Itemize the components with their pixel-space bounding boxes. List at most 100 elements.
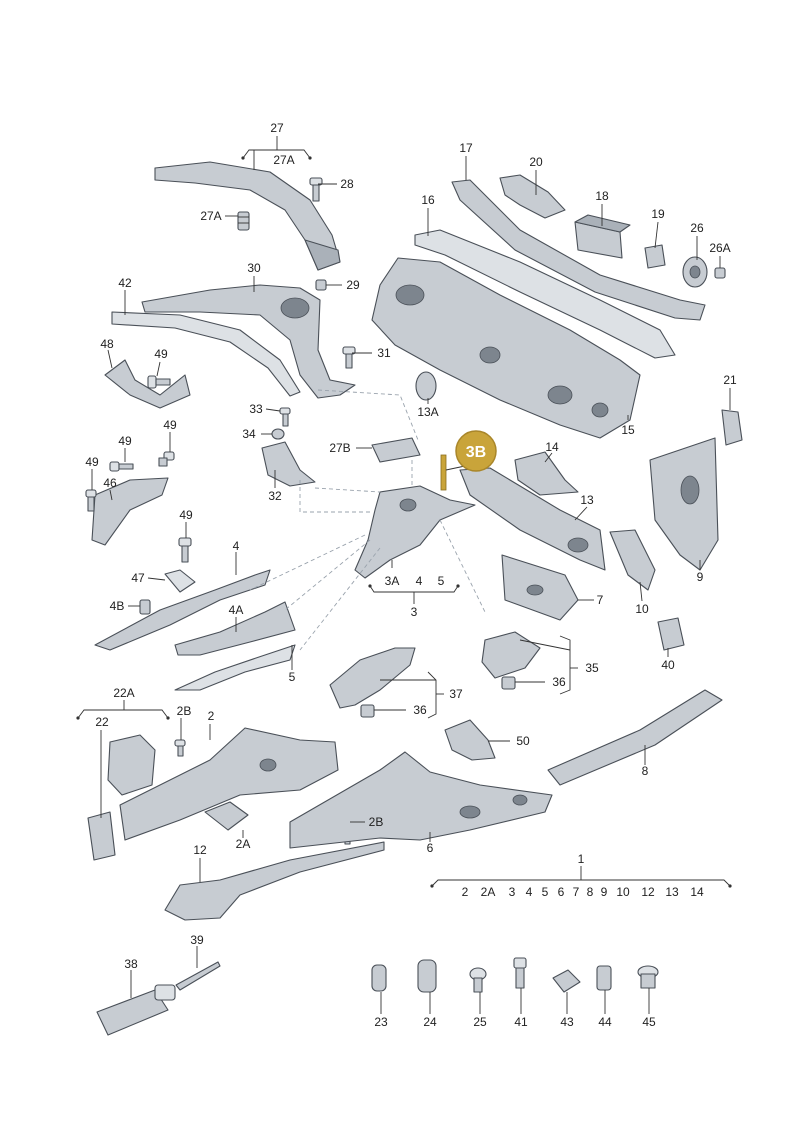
part-36-a[interactable] bbox=[501, 676, 516, 690]
part-12[interactable] bbox=[164, 841, 385, 921]
part-49-c[interactable] bbox=[109, 461, 134, 472]
part-7[interactable] bbox=[501, 554, 579, 621]
part-33[interactable] bbox=[279, 407, 291, 427]
part-2A[interactable] bbox=[204, 801, 249, 831]
label-5[interactable]: 5 bbox=[289, 670, 296, 684]
part-23[interactable] bbox=[371, 964, 387, 992]
part-27[interactable] bbox=[154, 161, 341, 271]
label-13A[interactable]: 13A bbox=[417, 405, 438, 419]
part-4A[interactable] bbox=[174, 601, 296, 656]
label-34[interactable]: 34 bbox=[242, 427, 256, 441]
part-35[interactable] bbox=[481, 631, 541, 679]
label-50[interactable]: 50 bbox=[516, 734, 530, 748]
label-3[interactable]: 3 bbox=[411, 605, 418, 619]
part-26A[interactable] bbox=[714, 267, 726, 279]
label-2A[interactable]: 2A bbox=[236, 837, 251, 851]
part-49-d[interactable] bbox=[85, 489, 97, 512]
label-20[interactable]: 20 bbox=[529, 155, 543, 169]
part-18[interactable] bbox=[574, 214, 631, 259]
part-6[interactable] bbox=[289, 751, 553, 849]
label-45[interactable]: 45 bbox=[642, 1015, 656, 1029]
part-27A[interactable] bbox=[237, 211, 250, 231]
group1-item-9[interactable]: 9 bbox=[601, 885, 608, 899]
label-24[interactable]: 24 bbox=[423, 1015, 437, 1029]
label-5-sub[interactable]: 5 bbox=[438, 574, 445, 588]
part-2B-a[interactable] bbox=[174, 739, 186, 757]
label-36-b[interactable]: 36 bbox=[413, 703, 427, 717]
label-29[interactable]: 29 bbox=[346, 278, 360, 292]
part-40[interactable] bbox=[657, 617, 685, 651]
part-24[interactable] bbox=[417, 959, 437, 993]
part-37[interactable] bbox=[329, 647, 416, 709]
label-23[interactable]: 23 bbox=[374, 1015, 388, 1029]
label-49-d[interactable]: 49 bbox=[85, 455, 99, 469]
part-26[interactable] bbox=[682, 256, 708, 288]
label-28[interactable]: 28 bbox=[340, 177, 354, 191]
part-38[interactable] bbox=[96, 984, 176, 1036]
label-49-b[interactable]: 49 bbox=[163, 418, 177, 432]
part-34[interactable] bbox=[271, 428, 285, 440]
label-35[interactable]: 35 bbox=[585, 661, 599, 675]
label-33[interactable]: 33 bbox=[249, 402, 263, 416]
part-14[interactable] bbox=[514, 451, 579, 496]
label-42[interactable]: 42 bbox=[118, 276, 132, 290]
label-32[interactable]: 32 bbox=[268, 489, 282, 503]
label-37[interactable]: 37 bbox=[449, 687, 463, 701]
label-27A[interactable]: 27A bbox=[200, 209, 221, 223]
group1-item-3[interactable]: 3 bbox=[509, 885, 516, 899]
part-5[interactable] bbox=[174, 644, 296, 691]
label-47[interactable]: 47 bbox=[131, 571, 145, 585]
label-4[interactable]: 4 bbox=[233, 539, 240, 553]
label-2B-b[interactable]: 2B bbox=[369, 815, 384, 829]
label-27[interactable]: 27 bbox=[270, 121, 284, 135]
part-13A[interactable] bbox=[415, 371, 437, 401]
part-41[interactable] bbox=[513, 957, 527, 989]
label-27A-top[interactable]: 27A bbox=[273, 153, 294, 167]
part-20[interactable] bbox=[499, 174, 566, 219]
group1-item-12[interactable]: 12 bbox=[641, 885, 655, 899]
label-9[interactable]: 9 bbox=[697, 570, 704, 584]
label-39[interactable]: 39 bbox=[190, 933, 204, 947]
label-22[interactable]: 22 bbox=[95, 715, 109, 729]
label-22A[interactable]: 22A bbox=[113, 686, 134, 700]
label-14[interactable]: 14 bbox=[545, 440, 559, 454]
label-10[interactable]: 10 bbox=[635, 602, 649, 616]
part-29[interactable] bbox=[315, 279, 327, 291]
part-28[interactable] bbox=[309, 177, 323, 202]
label-49-c[interactable]: 49 bbox=[118, 434, 132, 448]
part-17[interactable] bbox=[451, 179, 706, 321]
label-8[interactable]: 8 bbox=[642, 764, 649, 778]
part-4B[interactable] bbox=[139, 599, 151, 615]
label-26[interactable]: 26 bbox=[690, 221, 704, 235]
part-49-e[interactable] bbox=[178, 537, 192, 563]
part-2[interactable] bbox=[119, 727, 339, 841]
label-3A[interactable]: 3A bbox=[385, 574, 400, 588]
label-49-e[interactable]: 49 bbox=[179, 508, 193, 522]
part-49-b[interactable] bbox=[158, 451, 175, 467]
group1-item-5[interactable]: 5 bbox=[542, 885, 549, 899]
label-6[interactable]: 6 bbox=[427, 841, 434, 855]
group1-item-7[interactable]: 7 bbox=[573, 885, 580, 899]
part-42[interactable] bbox=[111, 311, 301, 397]
part-22A[interactable] bbox=[107, 734, 156, 796]
label-27B[interactable]: 27B bbox=[329, 441, 350, 455]
part-21[interactable] bbox=[721, 409, 743, 446]
label-43[interactable]: 43 bbox=[560, 1015, 574, 1029]
part-3B[interactable] bbox=[440, 454, 447, 491]
label-1[interactable]: 1 bbox=[578, 852, 585, 866]
label-16[interactable]: 16 bbox=[421, 193, 435, 207]
label-7[interactable]: 7 bbox=[597, 593, 604, 607]
label-25[interactable]: 25 bbox=[473, 1015, 487, 1029]
label-36-a[interactable]: 36 bbox=[552, 675, 566, 689]
label-15[interactable]: 15 bbox=[621, 423, 635, 437]
part-47[interactable] bbox=[164, 569, 196, 593]
label-46[interactable]: 46 bbox=[103, 476, 117, 490]
group1-item-2A[interactable]: 2A bbox=[481, 885, 496, 899]
label-2[interactable]: 2 bbox=[208, 709, 215, 723]
group1-item-2[interactable]: 2 bbox=[462, 885, 469, 899]
part-50[interactable] bbox=[444, 719, 496, 761]
part-4[interactable] bbox=[94, 569, 271, 651]
label-13[interactable]: 13 bbox=[580, 493, 594, 507]
part-3A[interactable] bbox=[354, 485, 476, 579]
part-22[interactable] bbox=[87, 811, 116, 861]
